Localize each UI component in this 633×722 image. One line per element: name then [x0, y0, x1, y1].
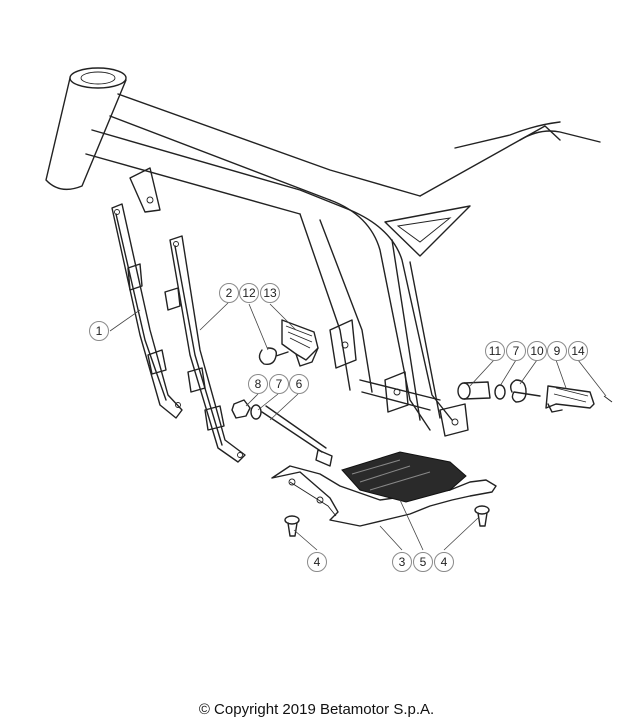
spring-left [258, 347, 289, 366]
front-down-tube-left [111, 203, 183, 419]
callout-5: 5 [413, 552, 433, 572]
svg-text:10: 10 [530, 344, 544, 358]
callout-3: 3 [392, 552, 412, 572]
leader-lines [109, 302, 607, 551]
callout-4-right: 4 [434, 552, 454, 572]
footpeg-right-assembly [457, 379, 613, 413]
callout-12: 12 [239, 283, 259, 303]
svg-text:4: 4 [441, 555, 448, 569]
svg-text:2: 2 [226, 286, 233, 300]
svg-text:5: 5 [420, 555, 427, 569]
callout-4-left: 4 [307, 552, 327, 572]
svg-text:6: 6 [296, 377, 303, 391]
footpeg-left [281, 319, 319, 367]
callout-13: 13 [260, 283, 280, 303]
nut-washer-bolt [231, 399, 333, 467]
callout-8: 8 [248, 374, 268, 394]
svg-text:14: 14 [571, 344, 585, 358]
callout-1: 1 [89, 321, 109, 341]
svg-text:9: 9 [554, 344, 561, 358]
callout-2: 2 [219, 283, 239, 303]
copyright-notice: © Copyright 2019 Betamotor S.p.A. [198, 701, 435, 718]
skid-plate [271, 465, 497, 527]
svg-text:12: 12 [242, 286, 256, 300]
svg-text:7: 7 [513, 344, 520, 358]
svg-text:4: 4 [314, 555, 321, 569]
callout-14: 14 [568, 341, 588, 361]
callout-7-right: 7 [506, 341, 526, 361]
motorcycle-frame [45, 67, 601, 437]
svg-text:7: 7 [276, 377, 283, 391]
screw-right [474, 505, 490, 527]
svg-text:1: 1 [96, 324, 103, 338]
callout-7-left: 7 [269, 374, 289, 394]
svg-text:13: 13 [263, 286, 277, 300]
svg-text:11: 11 [489, 344, 502, 358]
svg-text:8: 8 [255, 377, 262, 391]
svg-text:3: 3 [399, 555, 406, 569]
skid-plate-pad [341, 451, 467, 503]
callout-9: 9 [547, 341, 567, 361]
front-down-tube-right [164, 235, 246, 463]
callout-6: 6 [289, 374, 309, 394]
screw-left [284, 515, 300, 537]
callout-11: 11 [485, 341, 505, 361]
callout-10: 10 [527, 341, 547, 361]
